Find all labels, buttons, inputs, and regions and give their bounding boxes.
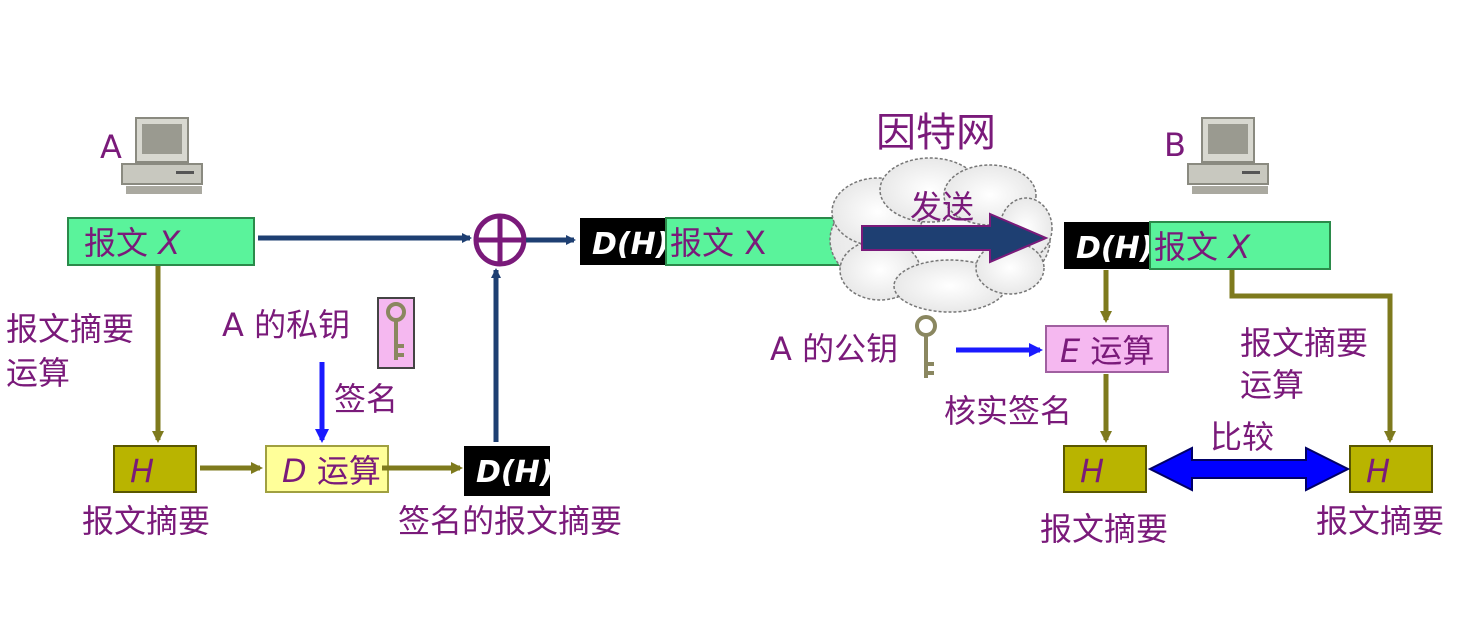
h-right-caption: 报文摘要 xyxy=(1316,502,1444,540)
verify-label: 核实签名 xyxy=(944,392,1072,430)
h-caption: 报文摘要 xyxy=(82,502,210,540)
computer-icon xyxy=(1187,117,1269,194)
key-icon xyxy=(377,297,415,369)
h-box xyxy=(113,445,197,493)
h-left-caption: 报文摘要 xyxy=(1040,510,1168,548)
sign-label: 签名 xyxy=(334,380,398,418)
message-box-label: 报文 X xyxy=(84,224,181,262)
sender-label: A xyxy=(100,128,122,166)
compare-label: 比较 xyxy=(1210,418,1274,456)
digest-op-label-line2: 运算 xyxy=(6,354,70,392)
signed-digest-label: D(H) xyxy=(476,455,553,490)
combined-message-label: 报文 X xyxy=(670,224,766,262)
signed-digest-caption: 签名的报文摘要 xyxy=(398,502,622,540)
cloud-icon xyxy=(829,157,1053,313)
internet-label: 因特网 xyxy=(876,110,996,156)
e-op-label: E 运算 xyxy=(1060,332,1154,370)
h-left-label: H xyxy=(1080,452,1104,490)
message-box xyxy=(67,217,255,266)
h-right-label: H xyxy=(1366,452,1390,490)
computer-icon xyxy=(121,117,203,194)
d-op-label: D 运算 xyxy=(282,452,381,490)
public-key-label: A 的公钥 xyxy=(770,330,898,368)
combined-message-box xyxy=(665,217,851,266)
h-left-box xyxy=(1063,445,1147,493)
private-key-label: A 的私钥 xyxy=(222,306,350,344)
received-message-label: 报文 X xyxy=(1154,228,1251,266)
digest-op-label: 报文摘要 xyxy=(6,310,134,348)
received-dh-label: D(H) xyxy=(1076,231,1153,266)
receiver-digest-op-label: 报文摘要 xyxy=(1240,324,1368,362)
received-message-box xyxy=(1149,221,1331,270)
compare-double-arrow xyxy=(1147,446,1351,492)
h-right-box xyxy=(1349,445,1433,493)
combined-dh-box xyxy=(580,218,666,265)
send-label: 发送 xyxy=(910,188,974,226)
received-dh-box xyxy=(1064,222,1150,269)
h-box-label: H xyxy=(130,452,154,490)
d-op-box xyxy=(265,445,389,493)
send-arrow xyxy=(861,212,1049,264)
combined-dh-label: D(H) xyxy=(592,227,669,262)
receiver-digest-op-label-line2: 运算 xyxy=(1240,366,1304,404)
signed-digest-box xyxy=(464,446,550,496)
key-icon xyxy=(915,315,937,378)
receiver-label: B xyxy=(1164,126,1186,164)
circle-plus-icon xyxy=(473,213,527,267)
e-op-box xyxy=(1045,325,1169,373)
arrow-message-to-h-right xyxy=(1229,270,1396,443)
